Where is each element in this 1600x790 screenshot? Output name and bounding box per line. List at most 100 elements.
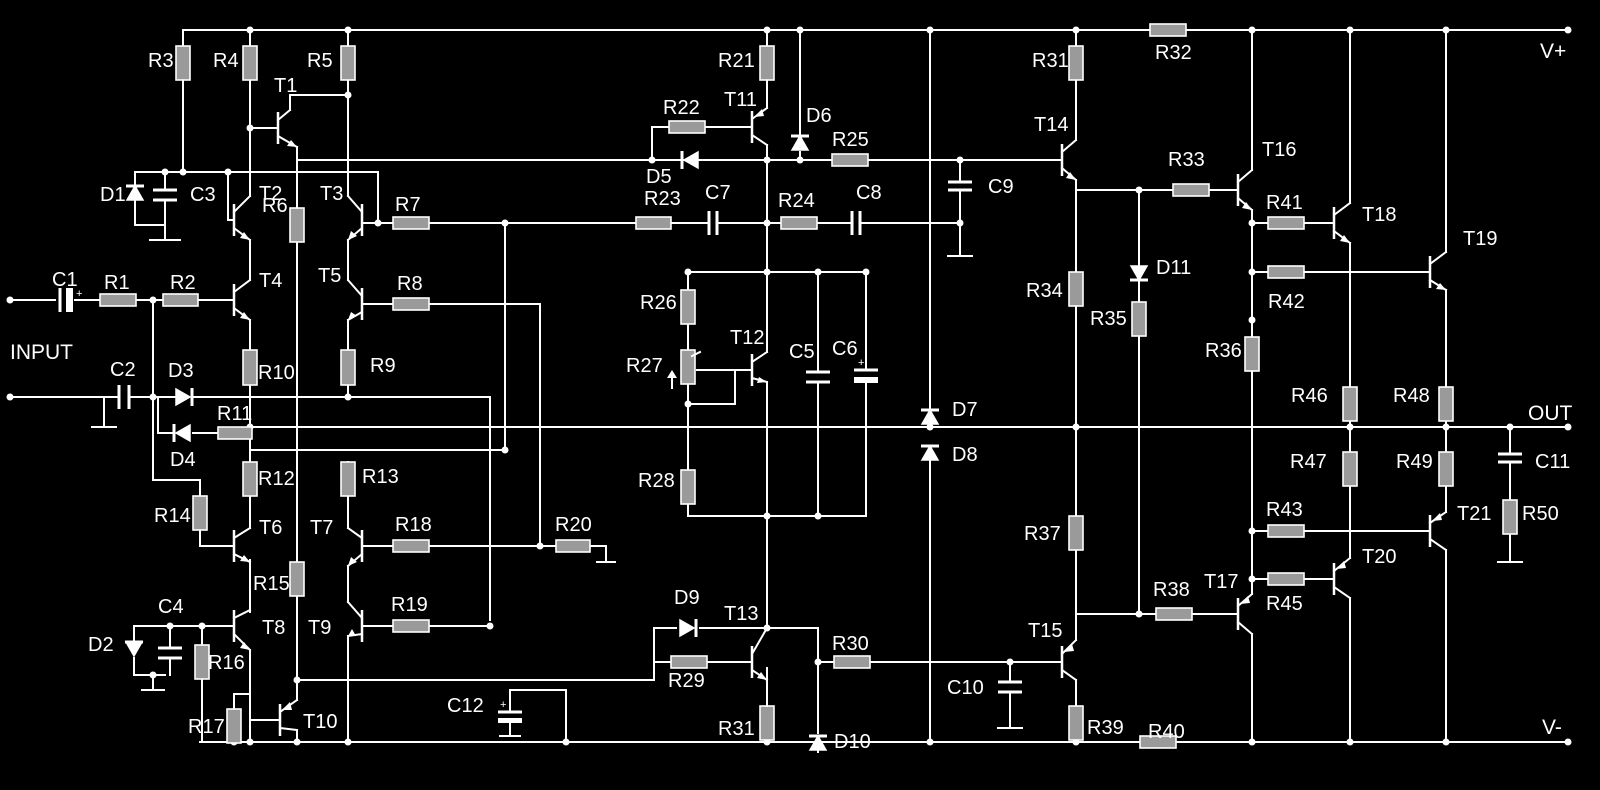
transistor-t16 [1231,168,1254,212]
label-c11: C11 [1535,451,1570,473]
capacitor-c11 [1498,452,1522,464]
label-r20: R20 [555,514,592,536]
label-c10: C10 [947,677,984,699]
resistor-r22 [668,120,706,134]
resistor-r47 [1342,451,1358,487]
label-t5: T5 [318,265,341,287]
label-r4: R4 [213,50,239,72]
resistor-r11 [217,426,253,440]
wiring [9,29,1569,753]
label-d8: D8 [952,444,978,466]
resistor-r49 [1438,451,1454,487]
svg-text:+: + [858,357,864,369]
label-r27: R27 [626,355,663,377]
label-r32: R32 [1155,42,1192,64]
resistor-r5 [340,45,356,81]
transistor-t6 [227,526,252,564]
label-r18: R18 [395,514,432,536]
label-r42: R42 [1268,291,1305,313]
resistor-r24 [780,216,818,230]
label-r48: R48 [1393,385,1430,407]
junctions [6,26,1572,746]
label-r38: R38 [1153,579,1190,601]
label-r5: R5 [307,50,333,72]
label-c1: C1 [52,269,78,291]
label-r10: R10 [258,362,295,384]
transistor-t19 [1423,250,1448,292]
transistor-t14 [1055,138,1078,182]
diode-d5 [680,150,699,170]
label-r1: R1 [104,272,130,294]
svg-text:+: + [500,699,506,711]
label-t16: T16 [1262,139,1296,161]
resistor-r33 [1172,183,1210,197]
label-input: INPUT [10,341,73,364]
transistor-t8 [227,608,252,652]
resistor-r17 [226,708,242,744]
label-t17: T17 [1204,571,1238,593]
label-r50: R50 [1522,503,1559,525]
label-r40: R40 [1148,721,1185,743]
resistor-r25 [831,153,869,167]
label-d2: D2 [88,634,114,656]
diode-d7 [920,408,940,425]
resistor-r9 [340,349,356,386]
label-d1: D1 [100,184,126,206]
label-c2: C2 [110,359,136,381]
label-t8: T8 [262,617,285,639]
label-r7: R7 [395,194,421,216]
label-r39: R39 [1087,717,1124,739]
capacitors: + + [58,180,1522,723]
diodes [124,134,1149,751]
label-d7: D7 [952,399,978,421]
label-r23: R23 [644,188,681,210]
label-r6: R6 [262,195,288,217]
transistor-t21 [1423,510,1448,552]
resistor-r31 [1068,45,1084,81]
label-c4: C4 [158,596,184,618]
label-d9: D9 [674,587,700,609]
capacitor-c12: + [498,699,522,723]
transistor-t18 [1327,201,1352,245]
label-r47: R47 [1290,451,1327,473]
diode-d10 [808,734,828,751]
label-t19: T19 [1463,228,1497,250]
transistor-t9 [346,600,373,642]
label-r24: R24 [778,190,815,212]
capacitor-c9 [948,180,972,192]
transistor-t2 [227,194,252,242]
resistor-r21 [759,45,775,81]
resistor-r38 [1155,607,1193,621]
label-r33: R33 [1168,149,1205,171]
resistor-r29 [670,655,708,669]
resistor-r26 [680,289,696,325]
diode-d3 [175,387,194,407]
resistor-r6 [289,207,305,243]
label-t12: T12 [730,327,764,349]
resistor-r45 [1267,572,1305,586]
label-t13: T13 [724,603,758,625]
resistor-r28 [680,469,696,505]
label-r36: R36 [1205,340,1242,362]
diode-d2 [124,640,144,658]
label-c12: C12 [447,695,484,717]
label-c7: C7 [705,182,731,204]
label-r11: R11 [217,403,252,425]
label-d5: D5 [646,166,672,188]
resistor-r3 [175,45,191,81]
resistor-r19 [392,619,430,633]
label-r26: R26 [640,292,677,314]
label-r16: R16 [208,652,245,674]
resistor-r34 [1068,271,1084,307]
resistor-r36 [1244,336,1260,372]
label-t4: T4 [259,270,282,292]
resistor-r48 [1438,386,1454,422]
resistor-r4 [242,45,258,81]
label-t7: T7 [310,517,333,539]
label-d4: D4 [170,449,196,471]
label-r25: R25 [832,129,869,151]
transistor-t17 [1231,592,1254,636]
label-r37: R37 [1024,523,1061,545]
